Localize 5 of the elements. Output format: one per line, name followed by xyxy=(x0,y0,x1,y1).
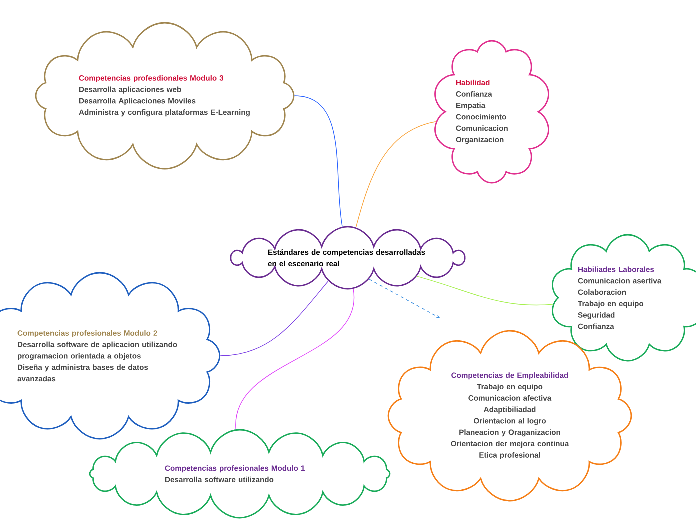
connector-line xyxy=(294,96,343,228)
connector-line xyxy=(356,122,436,228)
connector-line xyxy=(236,288,354,430)
connector-line xyxy=(416,276,554,306)
connector-line xyxy=(220,281,329,356)
